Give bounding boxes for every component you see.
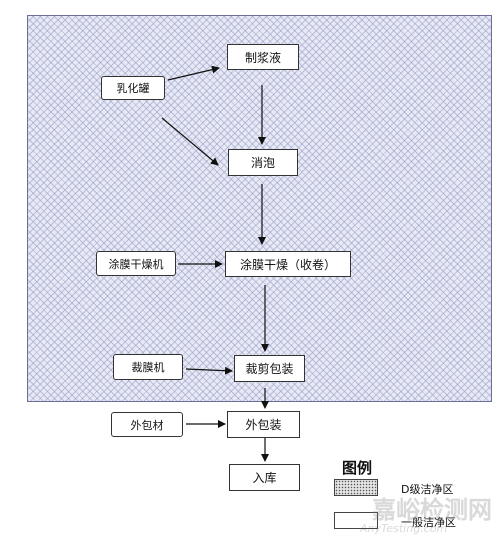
watermark-url: AnyTesting.com bbox=[360, 522, 448, 535]
legend-swatch-d-grade bbox=[334, 479, 378, 496]
legend-title: 图例 bbox=[342, 459, 373, 477]
legend-label-general: 一般洁净区 bbox=[401, 516, 456, 529]
watermark-text: 嘉峪检测网 bbox=[372, 496, 492, 524]
node-outer-material: 外包材 bbox=[111, 412, 183, 437]
node-cutting-packaging: 裁剪包装 bbox=[234, 355, 305, 382]
node-storage: 入库 bbox=[229, 464, 300, 491]
node-coating-dryer: 涂膜干燥机 bbox=[96, 251, 176, 276]
arrow-emulsion-to-slurry bbox=[167, 65, 220, 81]
legend-swatch-general bbox=[334, 512, 378, 529]
node-coating-drying: 涂膜干燥（收卷） bbox=[225, 251, 351, 277]
node-defoaming: 消泡 bbox=[228, 149, 298, 176]
arrow-emulsion-to-defoaming bbox=[161, 117, 219, 166]
legend-label-d-grade: D级洁净区 bbox=[401, 483, 454, 496]
node-emulsion-tank: 乳化罐 bbox=[101, 76, 165, 100]
node-slurry-preparation: 制浆液 bbox=[227, 44, 299, 70]
node-outer-packaging: 外包装 bbox=[227, 411, 300, 438]
node-film-cutter: 裁膜机 bbox=[113, 354, 183, 380]
arrow-cutter-to-cutting bbox=[185, 366, 233, 375]
